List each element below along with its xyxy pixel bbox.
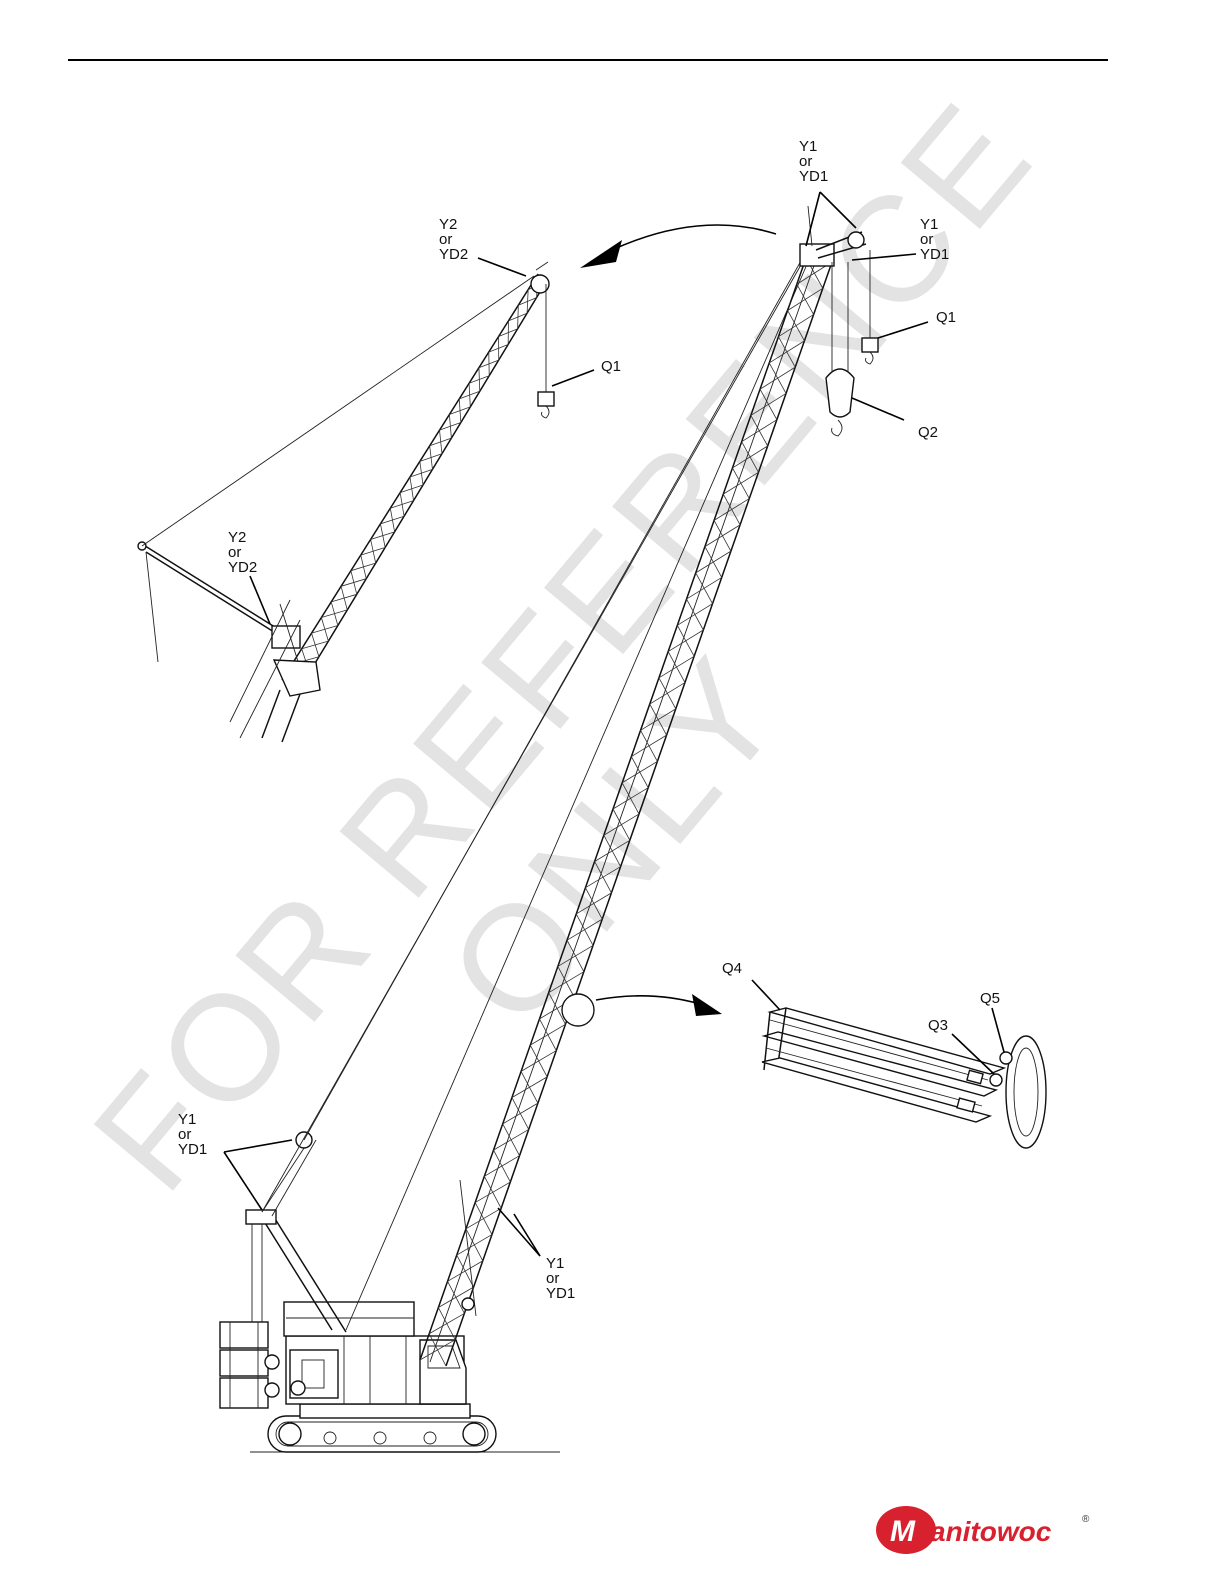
upperworks bbox=[284, 1302, 466, 1404]
callout-y1-top: Y1 or YD1 bbox=[799, 138, 828, 185]
label-q1-left: Q1 bbox=[601, 358, 621, 375]
lattice-brace bbox=[331, 602, 338, 626]
callout-y2-top: Y2 or YD2 bbox=[439, 216, 468, 263]
logo-registered-mark: ® bbox=[1082, 1514, 1090, 1525]
label-q5: Q5 bbox=[980, 990, 1000, 1007]
callout-y1-bottom: Y1 or YD1 bbox=[546, 1255, 575, 1302]
logo-wordmark: anitowoc bbox=[930, 1516, 1052, 1547]
arrow-to-jib-detail bbox=[580, 240, 622, 268]
lattice-brace bbox=[512, 1098, 529, 1130]
lattice-brace bbox=[361, 555, 366, 579]
lattice-brace bbox=[521, 1071, 538, 1103]
lattice-brace bbox=[503, 1124, 520, 1156]
label-q4: Q4 bbox=[722, 960, 742, 977]
label-q2: Q2 bbox=[918, 424, 938, 441]
label-yd1-left: YD1 bbox=[178, 1141, 207, 1158]
boom-insert-detail bbox=[762, 1008, 1046, 1148]
arrow-to-insert-detail bbox=[692, 994, 722, 1016]
lattice-brace bbox=[351, 571, 357, 595]
label-yd1-right: YD1 bbox=[920, 246, 949, 263]
lattice-brace bbox=[448, 1281, 465, 1313]
lattice-brace bbox=[475, 1203, 492, 1235]
lattice-brace bbox=[371, 539, 376, 563]
lattice-brace bbox=[479, 368, 480, 392]
lattice-brace bbox=[438, 1308, 455, 1340]
label-yd1-bottom: YD1 bbox=[546, 1285, 575, 1302]
label-q1-right: Q1 bbox=[936, 309, 956, 326]
label-q3: Q3 bbox=[928, 1017, 948, 1034]
crawler-track bbox=[268, 1404, 496, 1452]
boom-backstop bbox=[460, 1180, 476, 1316]
label-yd1-top: YD1 bbox=[799, 168, 828, 185]
counterweights bbox=[220, 1322, 279, 1408]
lattice-brace bbox=[527, 290, 528, 314]
manitowoc-logo: M anitowoc ® bbox=[872, 1500, 1102, 1560]
lattice-brace bbox=[390, 508, 394, 532]
lattice-brace bbox=[341, 586, 347, 610]
lattice-brace bbox=[494, 1150, 511, 1182]
lattice-brace bbox=[484, 1176, 501, 1208]
lattice-brace bbox=[518, 305, 519, 329]
label-yd2-mid: YD2 bbox=[228, 559, 257, 576]
lattice-brace bbox=[312, 633, 319, 657]
svg-text:M: M bbox=[890, 1515, 916, 1548]
lattice-brace bbox=[321, 618, 328, 642]
label-yd2-top: YD2 bbox=[439, 246, 468, 263]
lattice-brace bbox=[380, 524, 385, 548]
callout-y2-mid: Y2 or YD2 bbox=[228, 529, 257, 576]
lattice-brace bbox=[466, 1229, 483, 1261]
